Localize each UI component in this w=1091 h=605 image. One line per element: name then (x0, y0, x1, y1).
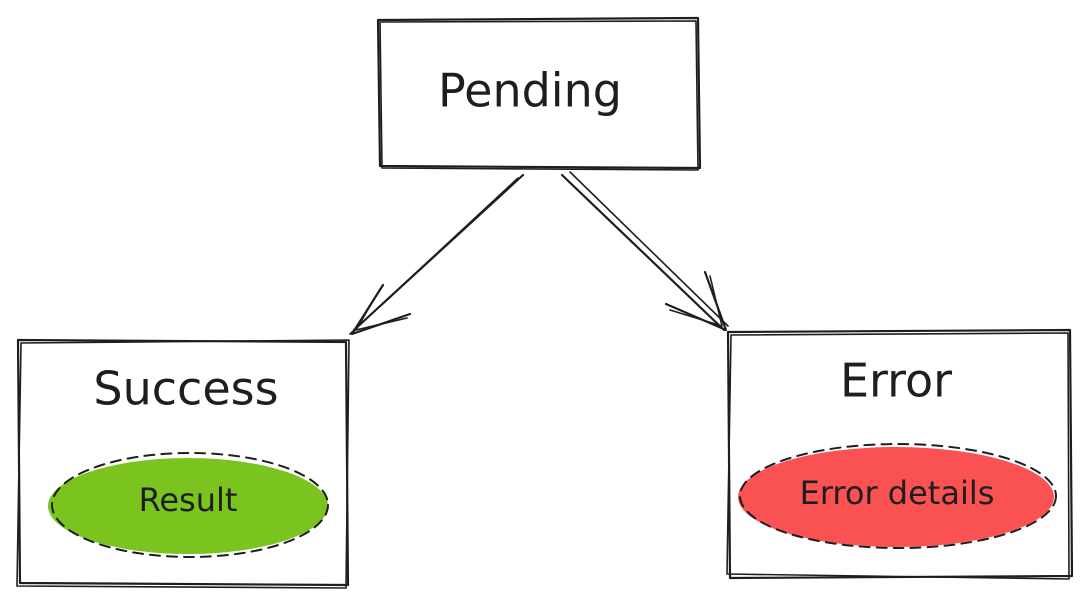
error-details-badge-fill (738, 447, 1054, 547)
result-badge-label: Result (139, 481, 238, 519)
error-label: Error (840, 354, 952, 408)
result-badge-fill (48, 458, 328, 554)
success-label: Success (93, 362, 278, 416)
pending-node[interactable]: Pending (376, 16, 702, 171)
error-details-badge-label: Error details (800, 474, 995, 512)
arrow-pending-to-error (560, 171, 729, 332)
error-node[interactable]: Error Error details (726, 328, 1074, 580)
pending-label: Pending (438, 64, 622, 118)
success-node[interactable]: Success Result (16, 338, 350, 589)
error-details-badge: Error details (738, 443, 1057, 549)
result-badge: Result (48, 452, 329, 558)
arrow-pending-to-success (349, 173, 525, 336)
